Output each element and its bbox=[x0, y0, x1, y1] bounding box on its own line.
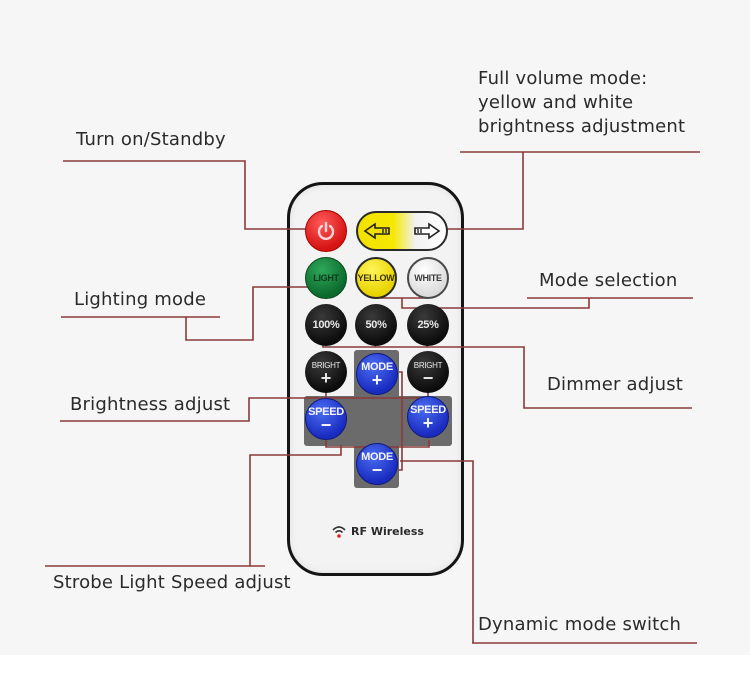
white-button-label: WHITE bbox=[414, 272, 442, 283]
rf-wireless-label: RF Wireless bbox=[351, 525, 424, 538]
plus-icon: + bbox=[422, 412, 434, 433]
wifi-icon bbox=[332, 526, 346, 538]
minus-icon: − bbox=[320, 414, 332, 435]
label-full-volume-line2: yellow and white bbox=[478, 92, 634, 113]
line-strobe-link bbox=[249, 445, 342, 566]
brightness-50-button[interactable]: 50% bbox=[355, 304, 397, 346]
mode-plus-label: MODE bbox=[361, 360, 393, 373]
label-lighting-mode: Lighting mode bbox=[74, 289, 207, 310]
speed-plus-label: SPEED bbox=[410, 403, 446, 416]
rf-wireless-brand: RF Wireless bbox=[332, 525, 424, 538]
mode-minus-label: MODE bbox=[361, 450, 393, 463]
plus-icon: + bbox=[371, 369, 383, 390]
line-turn-on bbox=[63, 160, 312, 230]
brightness-100-label: 100% bbox=[312, 318, 340, 331]
brightness-25-label: 25% bbox=[417, 318, 439, 331]
bright-minus-button[interactable]: BRIGHT − bbox=[407, 351, 449, 393]
label-dynamic-mode-switch: Dynamic mode switch bbox=[478, 614, 682, 635]
line-lighting-mode-link bbox=[185, 286, 310, 341]
label-full-volume-line1: Full volume mode: bbox=[478, 68, 648, 89]
minus-icon: − bbox=[422, 367, 434, 388]
line-dimmer-right bbox=[427, 346, 692, 409]
brightness-50-label: 50% bbox=[365, 318, 387, 331]
label-strobe-speed-adjust: Strobe Light Speed adjust bbox=[53, 572, 291, 593]
yellow-button[interactable]: YELLOW bbox=[355, 257, 397, 299]
light-button[interactable]: LIGHT bbox=[305, 257, 347, 299]
arrow-left-icon bbox=[363, 222, 390, 240]
power-button[interactable] bbox=[305, 210, 347, 252]
line-brightness bbox=[60, 397, 428, 422]
speed-plus-button[interactable]: SPEED + bbox=[407, 396, 449, 438]
bright-minus-label: BRIGHT bbox=[413, 360, 443, 370]
yellow-button-label: YELLOW bbox=[357, 272, 395, 283]
line-full-volume-drop bbox=[440, 152, 524, 230]
line-mode-selection-link bbox=[401, 298, 590, 309]
label-mode-selection: Mode selection bbox=[539, 270, 678, 291]
white-button[interactable]: WHITE bbox=[407, 257, 449, 299]
label-dimmer-adjust: Dimmer adjust bbox=[547, 374, 684, 395]
line-dynamic-mode-link bbox=[400, 460, 474, 643]
mode-minus-button[interactable]: MODE − bbox=[356, 443, 398, 485]
light-button-label: LIGHT bbox=[313, 272, 339, 283]
bright-plus-button[interactable]: BRIGHT + bbox=[305, 351, 347, 393]
brightness-25-button[interactable]: 25% bbox=[407, 304, 449, 346]
yellow-white-brightness-rocker bbox=[356, 211, 448, 251]
mode-plus-button[interactable]: MODE + bbox=[356, 353, 398, 395]
bright-plus-label: BRIGHT bbox=[311, 360, 341, 370]
minus-icon: − bbox=[371, 459, 383, 480]
line-mode-join bbox=[398, 371, 403, 471]
label-full-volume-line3: brightness adjustment bbox=[478, 116, 686, 137]
brightness-100-button[interactable]: 100% bbox=[305, 304, 347, 346]
arrow-right-icon bbox=[414, 222, 441, 240]
speed-minus-button[interactable]: SPEED − bbox=[305, 398, 347, 440]
brightness-toward-yellow-button[interactable] bbox=[358, 213, 402, 249]
brightness-toward-white-button[interactable] bbox=[402, 213, 446, 249]
speed-minus-label: SPEED bbox=[308, 405, 344, 418]
label-brightness-adjust: Brightness adjust bbox=[70, 394, 231, 415]
label-turn-on-standby: Turn on/Standby bbox=[76, 129, 226, 150]
label-full-volume-mode: Full volume mode: yellow and white brigh… bbox=[478, 67, 685, 139]
plus-icon: + bbox=[320, 367, 332, 388]
power-icon bbox=[317, 221, 335, 240]
